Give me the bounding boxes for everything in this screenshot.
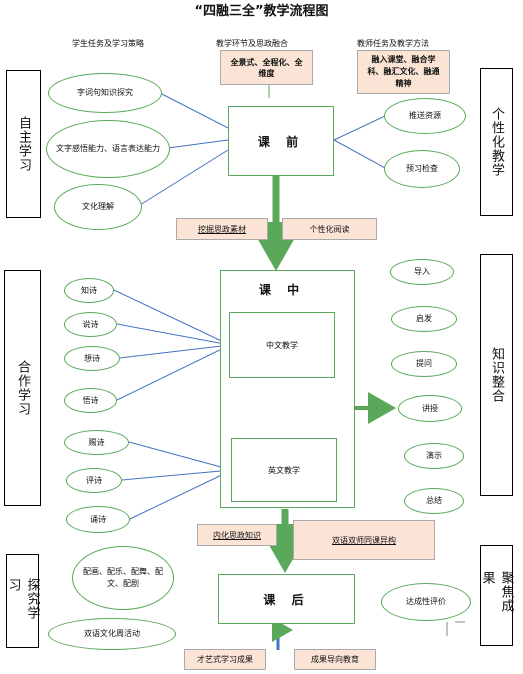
chinese-teaching-box: 中文教学 — [229, 312, 335, 378]
stage-after: 课 后 — [218, 574, 355, 624]
ideology-box: 挖掘思政素材 — [176, 218, 268, 240]
top-box-right: 融入课堂、融合学科、融汇文化、融通精神 — [357, 50, 450, 94]
ideology-label: 挖掘思政素材 — [198, 224, 246, 234]
focus-label: 聚焦成果 — [479, 570, 514, 613]
teacher-oval-evaluation: 达成性评价 — [381, 583, 471, 621]
student-oval-creative: 配画、配乐、配舞、配文、配剧 — [72, 546, 174, 610]
cooperative-box: 合作学习 — [4, 270, 41, 506]
stage-before: 课 前 — [228, 106, 334, 176]
student-oval-recite-poem: 诵诗 — [66, 506, 130, 533]
english-teaching-box: 英文教学 — [231, 438, 337, 502]
personal-reading-box: 个性化阅读 — [282, 218, 377, 240]
teacher-oval-push-resources: 推送资源 — [384, 98, 466, 134]
top-box-center: 全景式、全程化、全维度 — [220, 50, 313, 85]
personalized-label: 个性化教学 — [489, 107, 504, 177]
diagram-title: “四融三全”教学流程图 — [194, 4, 329, 19]
stage-after-label: 课 后 — [263, 592, 310, 607]
talent-box: 才艺式学习成果 — [184, 649, 266, 670]
teacher-oval-intro: 导入 — [390, 259, 454, 285]
bilingual-box: 双语双师同课异构 — [293, 520, 435, 560]
internalize-box: 内化思政知识 — [197, 524, 277, 546]
teacher-oval-inspire: 启发 — [391, 306, 457, 332]
cooperative-label: 合作学习 — [15, 360, 30, 416]
outcome-box: 成果导向教育 — [294, 649, 376, 670]
integration-label: 知识整合 — [489, 347, 504, 403]
student-oval-speak-poem: 说诗 — [64, 312, 117, 337]
bilingual-label: 双语双师同课异构 — [332, 535, 396, 545]
stage-before-label: 课 前 — [257, 134, 305, 149]
teacher-oval-demonstrate: 演示 — [404, 443, 464, 469]
student-oval-review-poem: 评诗 — [66, 468, 122, 493]
focus-box: 聚焦成果 — [479, 545, 514, 646]
header-student: 学生任务及学习策略 — [72, 39, 144, 48]
student-oval-bestow-poem: 赐诗 — [64, 430, 129, 455]
inquiry-box: 探究学习 — [5, 554, 40, 648]
teacher-oval-lecture: 讲授 — [398, 395, 462, 422]
student-oval-know-poem: 知诗 — [64, 278, 114, 303]
student-oval-think-poem: 想诗 — [64, 346, 120, 371]
header-stage: 教学环节及思政融合 — [216, 39, 288, 48]
self-study-label: 自主学习 — [16, 116, 31, 172]
self-study-box: 自主学习 — [6, 70, 41, 218]
student-oval-pre-3: 文化理解 — [54, 184, 142, 230]
student-oval-culture-week: 双语文化周活动 — [48, 618, 176, 650]
teacher-oval-summarize: 总结 — [404, 488, 464, 514]
header-teacher: 教师任务及教学方法 — [357, 39, 429, 48]
teacher-oval-preview-check: 预习检查 — [384, 150, 460, 188]
inquiry-label: 探究学习 — [5, 578, 40, 620]
student-oval-pre-1: 字词句知识探究 — [48, 73, 162, 113]
student-oval-pre-2: 文字感悟能力、语言表达能力 — [46, 120, 170, 178]
teacher-oval-question: 提问 — [391, 351, 457, 377]
student-oval-realize-poem: 悟诗 — [64, 388, 117, 413]
personalized-box: 个性化教学 — [480, 68, 513, 216]
internalize-label: 内化思政知识 — [213, 530, 261, 540]
integration-box: 知识整合 — [480, 254, 513, 496]
stage-during-label: 课 中 — [259, 283, 306, 297]
